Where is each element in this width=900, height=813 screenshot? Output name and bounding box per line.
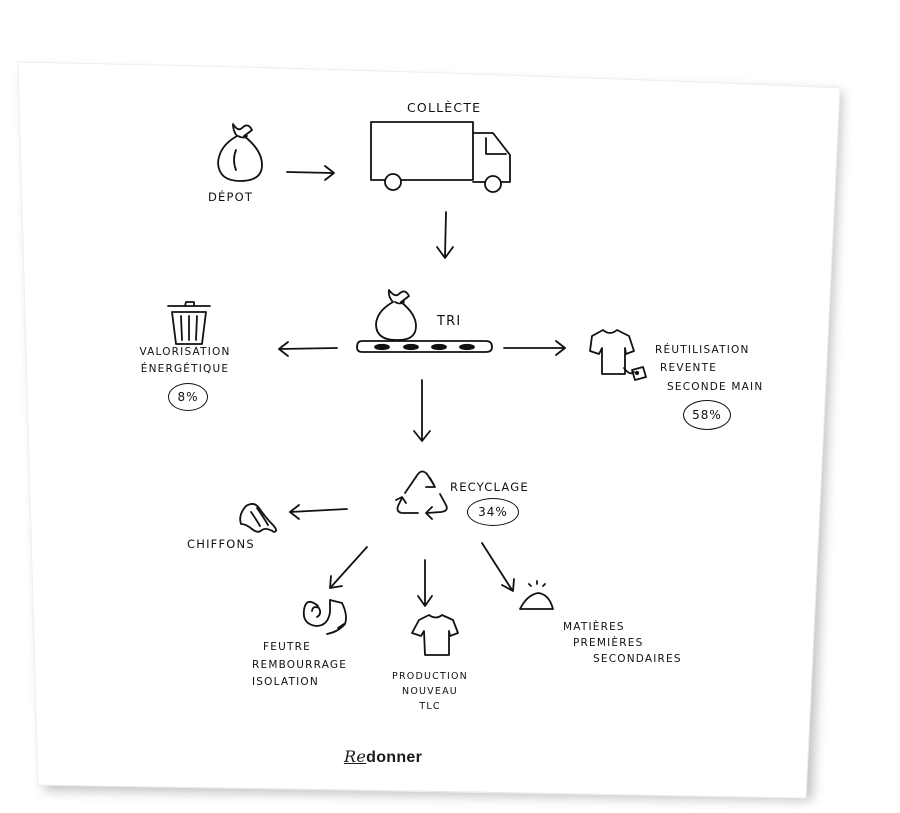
felt-roll-icon	[302, 599, 347, 635]
garbage-bag-on-conveyor-icon	[375, 289, 417, 341]
production-label-line3: TLC	[419, 701, 441, 712]
recycle-icon	[395, 470, 448, 520]
arrow-tri-to-valorisation	[278, 341, 338, 357]
truck-icon	[370, 121, 511, 193]
reutilisation-percent-badge: 58%	[683, 400, 731, 430]
reutilisation-label-line2: REVENTE	[660, 362, 718, 374]
feutre-label-line1: FEUTRE	[263, 641, 311, 653]
arrow-tri-to-recyclage	[413, 379, 431, 442]
raw-material-pile-icon	[519, 580, 554, 610]
tshirt-with-tag-icon	[589, 329, 647, 381]
garbage-bag-icon	[217, 123, 263, 182]
recyclage-label: RECYCLAGE	[450, 480, 529, 494]
matieres-label-line2: PREMIÈRES	[573, 637, 644, 649]
arrow-recyclage-to-feutre	[329, 546, 368, 589]
valorisation-percent-badge: 8%	[168, 383, 208, 411]
trash-bin-icon	[167, 301, 211, 345]
tri-label: TRI	[437, 314, 462, 329]
matieres-label-line1: MATIÈRES	[563, 621, 625, 633]
arrow-recyclage-to-chiffons	[289, 504, 348, 520]
feutre-label-line2: REMBOURRAGE	[252, 659, 348, 671]
tshirt-icon	[411, 614, 459, 656]
chiffons-label: CHIFFONS	[187, 537, 255, 551]
reutilisation-label-line1: RÉUTILISATION	[655, 344, 750, 356]
rag-icon	[239, 503, 277, 533]
arrow-recyclage-to-matieres	[481, 542, 515, 592]
depot-label: DÉPOT	[208, 190, 254, 204]
valorisation-label-line1: VALORISATION	[139, 346, 231, 358]
arrow-depot-to-collecte	[286, 165, 335, 181]
matieres-label-line3: SECONDAIRES	[593, 653, 682, 665]
brand-logo: Redonner	[344, 747, 422, 767]
production-label-line1: PRODUCTION	[392, 671, 468, 682]
arrow-tri-to-reutilisation	[503, 340, 566, 356]
conveyor-belt-icon	[356, 340, 493, 353]
reutilisation-label-line3: SECONDE MAIN	[667, 381, 764, 393]
recyclage-percent-badge: 34%	[467, 498, 519, 526]
collecte-label: COLLÈCTE	[407, 100, 482, 115]
valorisation-label-line2: ÉNERGÉTIQUE	[140, 363, 230, 375]
production-label-line2: NOUVEAU	[402, 686, 458, 697]
arrow-collecte-to-tri	[436, 211, 454, 259]
brand-logo-name: donner	[366, 749, 423, 766]
arrow-recyclage-to-production	[417, 559, 433, 607]
brand-logo-prefix: Re	[344, 747, 367, 766]
feutre-label-line3: ISOLATION	[252, 676, 319, 688]
